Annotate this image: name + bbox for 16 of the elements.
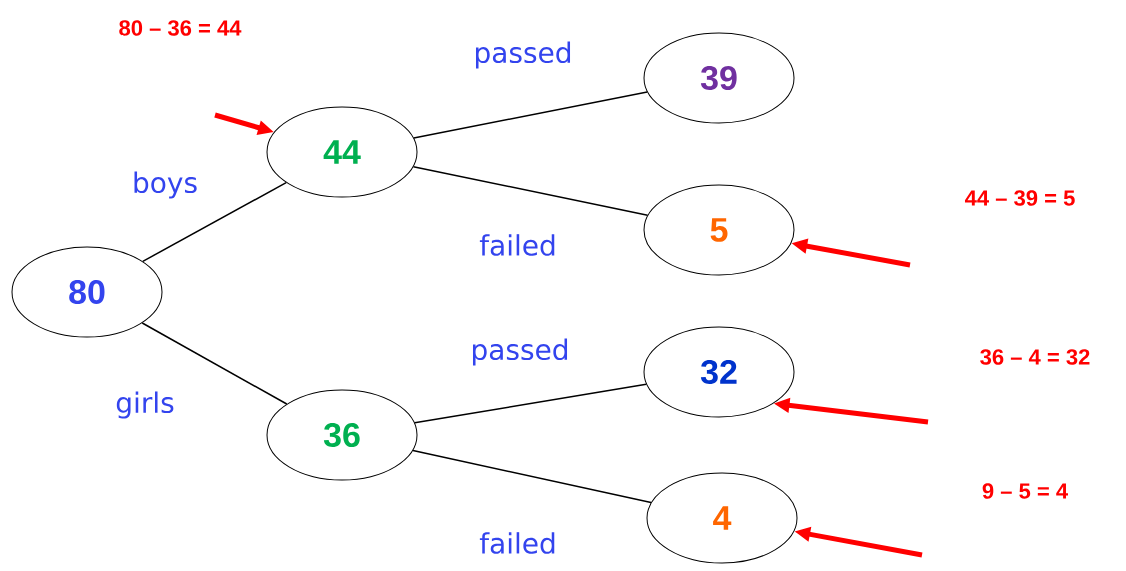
equation-text: 36 – 4 = 32: [980, 349, 1090, 365]
connector-line: [412, 166, 649, 216]
edge-label: passed: [469, 337, 571, 367]
equation-text: 44 – 39 = 5: [965, 190, 1075, 206]
edge-label: failed: [478, 531, 558, 555]
connector-line: [414, 383, 647, 424]
equation-text: 80 – 36 = 44: [119, 20, 242, 36]
equation-text: 9 – 5 = 4: [982, 483, 1068, 499]
edge-label: girls: [114, 390, 176, 420]
connector-line: [141, 322, 288, 405]
connector-line: [413, 91, 648, 139]
connector-line: [412, 449, 652, 504]
connector-line: [142, 181, 287, 263]
edge-label: boys: [130, 170, 200, 200]
edge-label: failed: [478, 233, 558, 257]
edge-label: passed: [472, 40, 574, 70]
